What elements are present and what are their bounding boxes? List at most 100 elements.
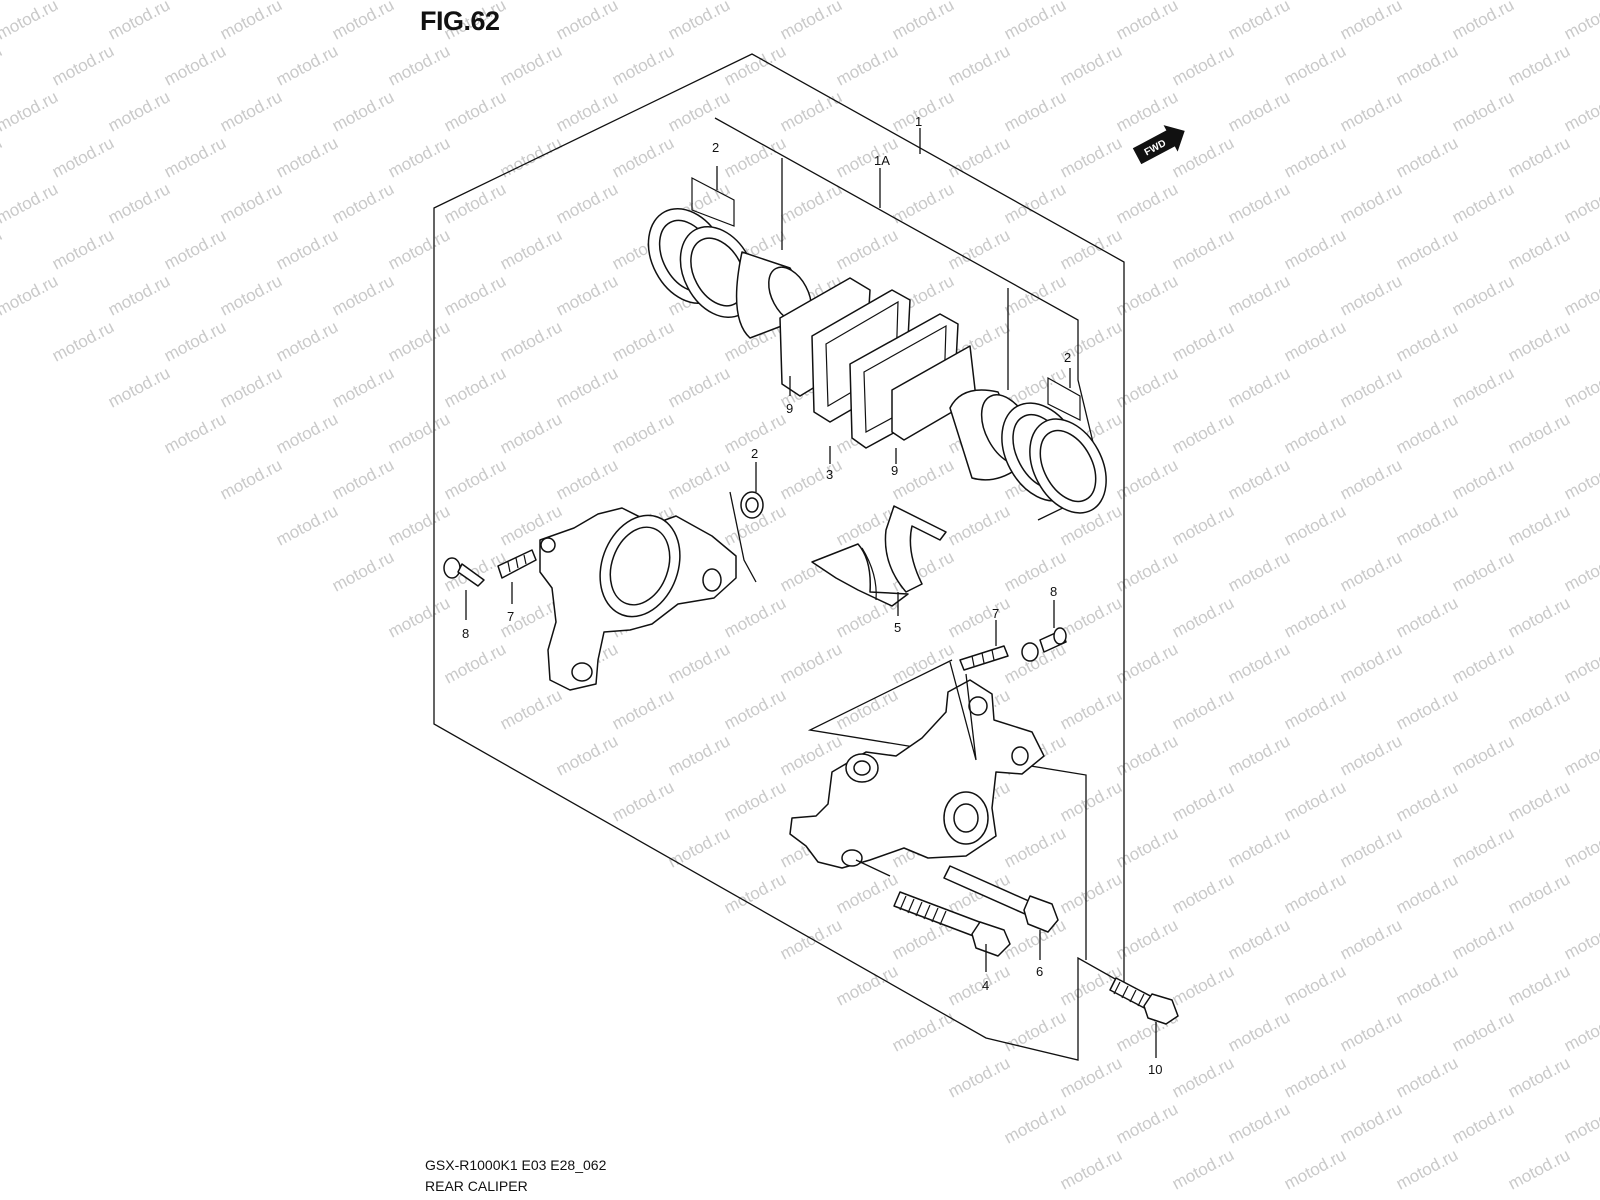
- watermark-text: motod.ru: [441, 271, 509, 319]
- watermark-text: motod.ru: [1225, 179, 1293, 227]
- watermark-text: motod.ru: [1057, 869, 1125, 917]
- watermark-text: motod.ru: [1281, 133, 1349, 181]
- watermark-text: motod.ru: [1393, 1145, 1461, 1193]
- watermark-text: motod.ru: [1393, 1053, 1461, 1101]
- watermark-text: motod.ru: [1225, 823, 1293, 871]
- watermark-text: motod.ru: [1113, 455, 1181, 503]
- watermark-text: motod.ru: [497, 409, 565, 457]
- watermark-text: motod.ru: [1169, 41, 1237, 89]
- watermark-text: motod.ru: [1393, 777, 1461, 825]
- watermark-text: motod.ru: [1393, 41, 1461, 89]
- watermark-text: motod.ru: [1113, 915, 1181, 963]
- watermark-text: motod.ru: [329, 271, 397, 319]
- watermark-text: motod.ru: [329, 0, 397, 44]
- watermark-text: motod.ru: [609, 133, 677, 181]
- watermark-text: motod.ru: [1169, 593, 1237, 641]
- watermark-text: motod.ru: [1337, 455, 1405, 503]
- watermark-text: motod.ru: [1225, 547, 1293, 595]
- watermark-text: motod.ru: [1561, 455, 1600, 503]
- watermark-text: motod.ru: [1169, 1145, 1237, 1193]
- watermark-text: motod.ru: [1561, 271, 1600, 319]
- watermark-text: motod.ru: [1169, 317, 1237, 365]
- watermark-text: motod.ru: [777, 455, 845, 503]
- watermark-text: motod.ru: [945, 961, 1013, 1009]
- watermark-text: motod.ru: [1393, 133, 1461, 181]
- watermark-text: motod.ru: [1561, 0, 1600, 44]
- bleeder-valve-right: [959, 645, 1009, 671]
- watermark-text: motod.ru: [329, 547, 397, 595]
- watermark-text: motod.ru: [945, 1053, 1013, 1101]
- watermark-text: motod.ru: [1225, 0, 1293, 44]
- watermark-text: motod.ru: [0, 225, 5, 273]
- watermark-text: motod.ru: [161, 133, 229, 181]
- watermark-text: motod.ru: [441, 455, 509, 503]
- mounting-bolt: [893, 891, 1011, 957]
- pad-shim-right: [891, 345, 977, 441]
- watermark-text: motod.ru: [217, 363, 285, 411]
- watermark-text: motod.ru: [1001, 179, 1069, 227]
- callout-label: 5: [894, 620, 901, 635]
- bleeder-valve-left: [497, 549, 537, 579]
- watermark-text: motod.ru: [1449, 731, 1517, 779]
- watermark-text: motod.ru: [1561, 823, 1600, 871]
- watermark-text: motod.ru: [1337, 915, 1405, 963]
- watermark-text: motod.ru: [833, 961, 901, 1009]
- callout-label: 3: [826, 467, 833, 482]
- watermark-text: motod.ru: [945, 593, 1013, 641]
- watermark-text: motod.ru: [0, 0, 61, 44]
- watermark-text: motod.ru: [497, 685, 565, 733]
- bleeder-cap-left: [443, 557, 485, 587]
- watermark-text: motod.ru: [1057, 777, 1125, 825]
- watermark-text: motod.ru: [889, 639, 957, 687]
- watermark-text: motod.ru: [1505, 593, 1573, 641]
- watermark-text: motod.ru: [161, 225, 229, 273]
- watermark-text: motod.ru: [385, 225, 453, 273]
- watermark-text: motod.ru: [1001, 1007, 1069, 1055]
- pad-spring: [811, 505, 947, 607]
- caliper-housing: [789, 679, 1045, 869]
- watermark-text: motod.ru: [1281, 593, 1349, 641]
- watermark-text: motod.ru: [1281, 869, 1349, 917]
- watermark-text: motod.ru: [1281, 961, 1349, 1009]
- watermark-text: motod.ru: [1337, 271, 1405, 319]
- watermark-text: motod.ru: [721, 41, 789, 89]
- watermark-text: motod.ru: [1113, 823, 1181, 871]
- callout-label: 1: [915, 114, 922, 129]
- watermark-text: motod.ru: [1337, 639, 1405, 687]
- watermark-text: motod.ru: [1561, 363, 1600, 411]
- watermark-text: motod.ru: [1281, 685, 1349, 733]
- watermark-text: motod.ru: [1113, 271, 1181, 319]
- watermark-text: motod.ru: [329, 179, 397, 227]
- watermark-text: motod.ru: [1505, 1053, 1573, 1101]
- watermark-text: motod.ru: [889, 87, 957, 135]
- watermark-text: motod.ru: [1225, 87, 1293, 135]
- watermark-text: motod.ru: [0, 87, 61, 135]
- watermark-text: motod.ru: [1225, 271, 1293, 319]
- watermark-text: motod.ru: [329, 87, 397, 135]
- callout-label: 2: [751, 446, 758, 461]
- watermark-text: motod.ru: [0, 271, 61, 319]
- watermark-text: motod.ru: [161, 41, 229, 89]
- watermark-text: motod.ru: [1225, 731, 1293, 779]
- watermark-text: motod.ru: [1337, 363, 1405, 411]
- watermark-text: motod.ru: [1505, 409, 1573, 457]
- watermark-text: motod.ru: [665, 455, 733, 503]
- watermark-text: motod.ru: [49, 225, 117, 273]
- callout-label: 7: [992, 606, 999, 621]
- watermark-text: motod.ru: [1057, 1145, 1125, 1193]
- watermark-text: motod.ru: [1225, 639, 1293, 687]
- watermark-text: motod.ru: [273, 133, 341, 181]
- watermark-text: motod.ru: [1505, 961, 1573, 1009]
- watermark-text: motod.ru: [1169, 685, 1237, 733]
- bleeder-cap-right: [1021, 627, 1067, 662]
- watermark-text: motod.ru: [1393, 501, 1461, 549]
- watermark-text: motod.ru: [441, 179, 509, 227]
- watermark-text: motod.ru: [609, 409, 677, 457]
- watermark-text: motod.ru: [1001, 1099, 1069, 1147]
- watermark-text: motod.ru: [329, 363, 397, 411]
- watermark-text: motod.ru: [0, 41, 5, 89]
- watermark-text: motod.ru: [665, 823, 733, 871]
- watermark-text: motod.ru: [161, 409, 229, 457]
- watermark-text: motod.ru: [217, 0, 285, 44]
- watermark-text: motod.ru: [1225, 915, 1293, 963]
